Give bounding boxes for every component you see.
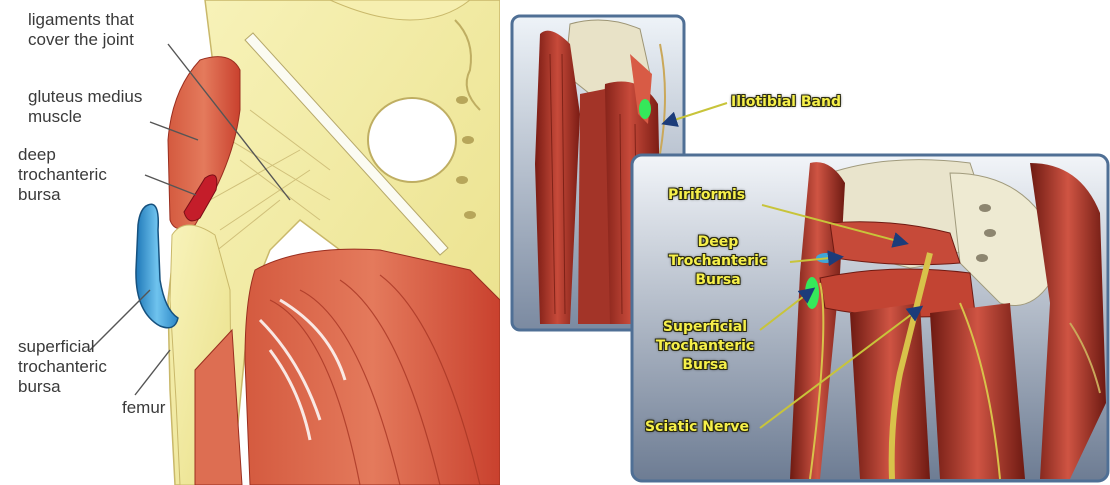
label-sciatic-nerve: Sciatic Nerve xyxy=(645,418,749,437)
green-bursa-top xyxy=(639,99,651,119)
obturator-foramen xyxy=(368,98,456,182)
hip-illustration xyxy=(0,0,500,485)
blue-deep-bursa xyxy=(816,253,836,263)
green-bursa-bottom xyxy=(805,277,819,309)
label-femur: femur xyxy=(122,398,165,418)
label-deep-trochanteric-bursa-right: Deep Trochanteric Bursa xyxy=(660,233,776,290)
label-ligaments: ligaments that cover the joint xyxy=(28,10,134,50)
label-deep-trochanteric-bursa: deep trochanteric bursa xyxy=(18,145,107,205)
label-gluteus-medius: gluteus medius muscle xyxy=(28,87,142,127)
label-piriformis: Piriformis xyxy=(668,186,745,205)
label-superficial-trochanteric-bursa-right: Superficial Trochanteric Bursa xyxy=(647,318,763,375)
label-iliotibial-band: Iliotibial Band xyxy=(731,93,841,112)
label-superficial-trochanteric-bursa: superficial trochanteric bursa xyxy=(18,337,107,397)
